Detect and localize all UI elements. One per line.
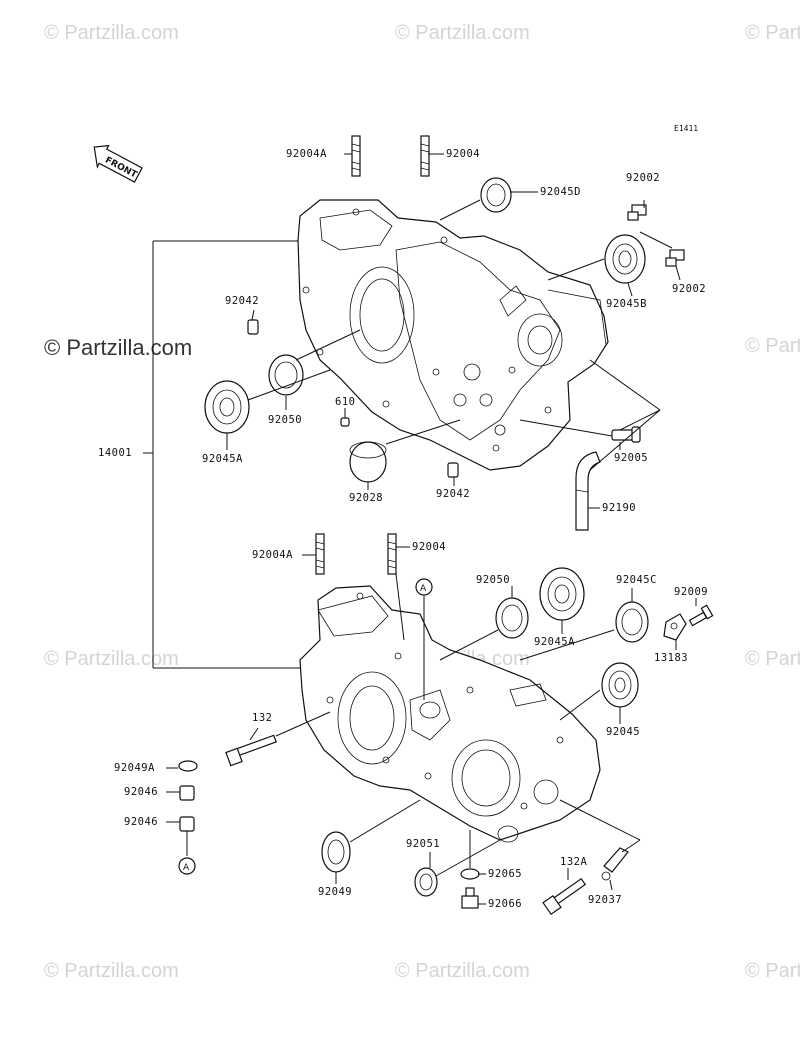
watermark: © Partzilla.com: [745, 960, 800, 982]
callout-a-top: A: [415, 578, 433, 596]
part-label-14001: 14001: [98, 447, 133, 459]
hose-92190: [575, 451, 601, 531]
bushing-92028: [349, 441, 387, 483]
part-label-92045D: 92045D: [540, 186, 581, 198]
pin-610: [340, 417, 350, 427]
washer-92049A: [178, 760, 198, 772]
bearing-92045B: [604, 234, 646, 284]
svg-text:A: A: [183, 863, 190, 873]
seal-92050-bottom: [495, 597, 529, 639]
part-label-92042: 92042: [225, 295, 260, 307]
part-label-13183: 13183: [654, 652, 689, 664]
watermark: © Partzilla.com: [745, 22, 800, 44]
svg-text:A: A: [420, 584, 427, 594]
part-label-92045C: 92045C: [616, 574, 657, 586]
watermark: © Partzilla.com: [44, 648, 179, 670]
diagram-code: E1411: [674, 124, 699, 133]
part-label-92004A: 92004A: [286, 148, 327, 160]
watermark: © Partzilla.com: [745, 335, 800, 357]
bolt-132A: [542, 877, 587, 916]
part-label-92050: 92050: [476, 574, 511, 586]
part-label-92028: 92028: [349, 492, 384, 504]
part-label-92050: 92050: [268, 414, 303, 426]
clamp-92037: [601, 847, 629, 881]
washer-92065: [460, 868, 480, 880]
stud-92004-bottom: [387, 533, 397, 575]
seal-92050-top: [268, 354, 304, 396]
seal-92051: [414, 867, 438, 897]
part-label-92065: 92065: [488, 868, 523, 880]
bolt-92002-a: [627, 204, 647, 221]
part-label-92002: 92002: [672, 283, 707, 295]
part-label-92045: 92045: [606, 726, 641, 738]
bolt-132: [225, 734, 277, 767]
part-label-92042: 92042: [436, 488, 471, 500]
part-label-92190: 92190: [602, 502, 637, 514]
bolt-92002-b: [665, 249, 685, 267]
part-label-92049: 92049: [318, 886, 353, 898]
bearing-92045C: [615, 601, 649, 643]
upper-crankcase-half: [297, 199, 609, 471]
bearing-92046-b: [179, 816, 195, 832]
part-label-92004A: 92004A: [252, 549, 293, 561]
screw-92009: [688, 604, 714, 627]
fitting-92005: [611, 426, 641, 443]
bearing-92045A-bottom: [539, 567, 585, 621]
bearing-92045A-top: [204, 380, 250, 434]
part-label-92045A: 92045A: [202, 453, 243, 465]
bearing-92046-a: [179, 785, 195, 801]
part-label-92009: 92009: [674, 586, 709, 598]
part-label-132A: 132A: [560, 856, 588, 868]
part-label-92002: 92002: [626, 172, 661, 184]
part-label-132: 132: [252, 712, 273, 724]
lower-crankcase-half: [299, 585, 601, 843]
leader-lines: [166, 153, 697, 905]
part-label-92004: 92004: [412, 541, 447, 553]
front-arrow: FRONT: [93, 144, 143, 183]
part-label-92046: 92046: [124, 816, 159, 828]
dowel-92042-a: [247, 319, 259, 335]
bearing-92045: [601, 662, 639, 708]
part-label-92045B: 92045B: [606, 298, 647, 310]
dowel-92042-b: [447, 462, 459, 478]
plate-13183: [663, 613, 687, 641]
watermark: © Partzilla.com: [395, 960, 530, 982]
part-label-92004: 92004: [446, 148, 481, 160]
watermark: © Partzilla.com: [44, 335, 193, 360]
callout-a-bottom: A: [178, 857, 196, 875]
stud-92004-top: [420, 135, 430, 177]
watermark: © Partzilla.com: [44, 22, 179, 44]
part-label-92046: 92046: [124, 786, 159, 798]
seal-92049: [321, 831, 351, 873]
stud-92004A-bottom: [315, 533, 325, 575]
part-label-92005: 92005: [614, 452, 649, 464]
part-label-610: 610: [335, 396, 356, 408]
watermark: © Partzilla.com: [395, 22, 530, 44]
bearing-92045D: [480, 177, 512, 213]
part-label-92051: 92051: [406, 838, 441, 850]
part-label-92049A: 92049A: [114, 762, 155, 774]
stud-92004A-top: [351, 135, 361, 177]
plug-92066: [461, 887, 479, 909]
watermark: © Partzilla.com: [745, 648, 800, 670]
part-label-92037: 92037: [588, 894, 623, 906]
crankcase-set-bracket: [143, 240, 300, 669]
watermark: © Partzilla.com: [44, 960, 179, 982]
part-label-92045A: 92045A: [534, 636, 575, 648]
part-label-92066: 92066: [488, 898, 523, 910]
